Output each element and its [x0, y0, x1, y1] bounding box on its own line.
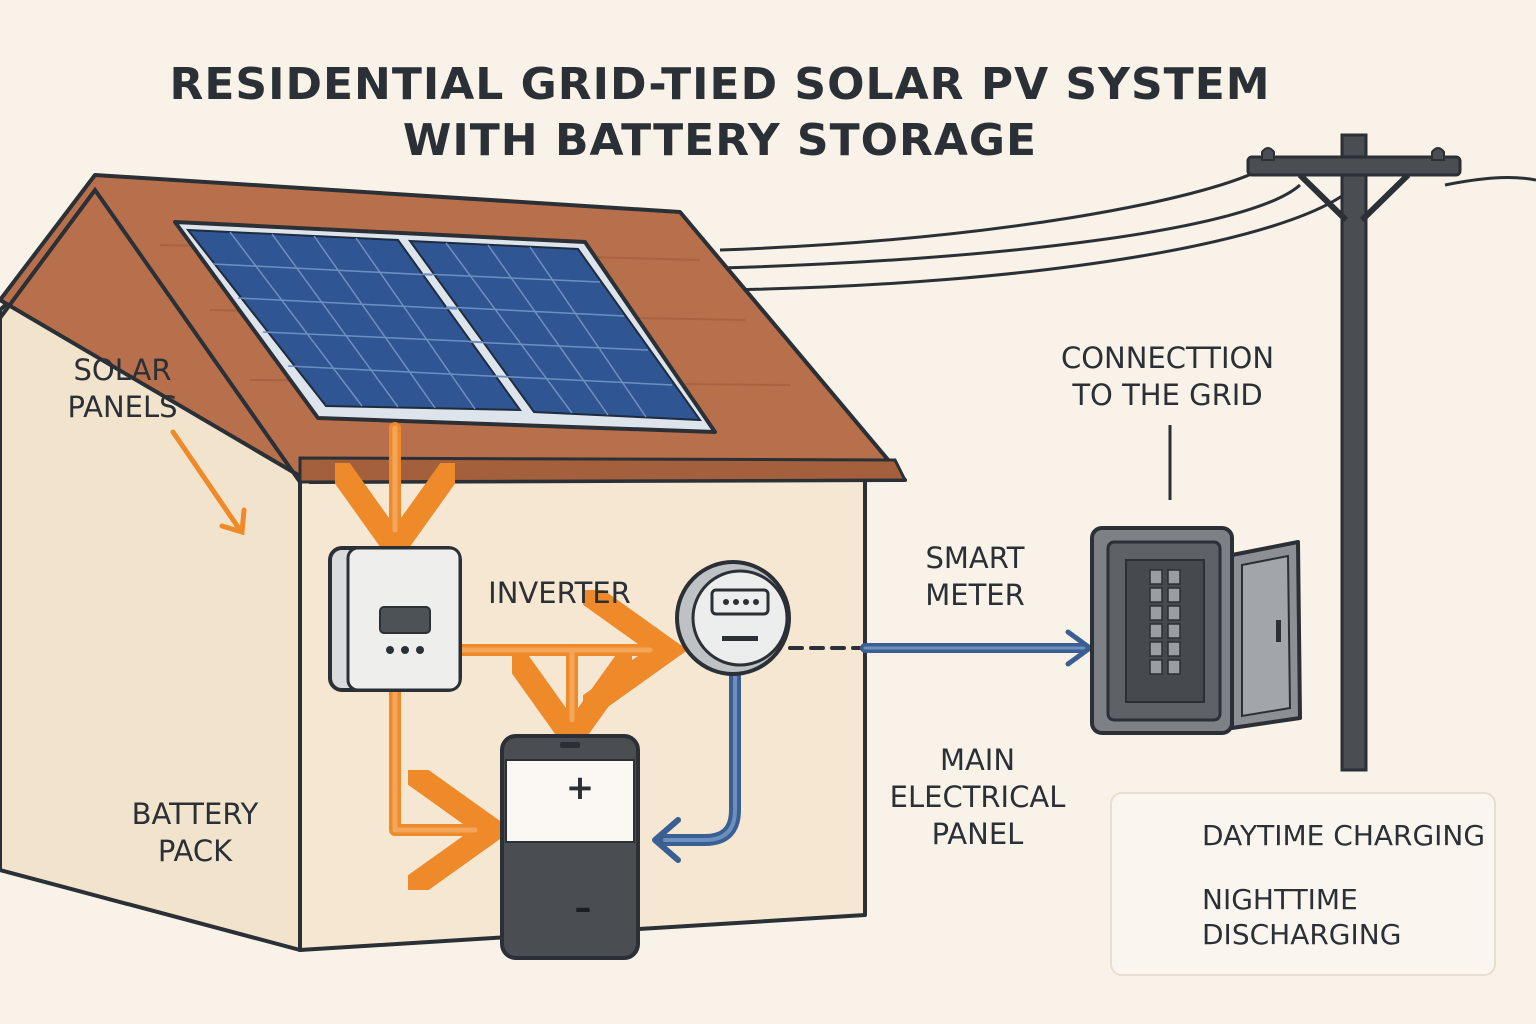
inverter-icon — [328, 546, 462, 692]
battery-pack-label: BATTERY PACK — [105, 796, 285, 870]
solar-panels-pointer-arrow — [170, 429, 247, 536]
legend-nighttime-label-line-1: NIGHTTIME — [1202, 883, 1358, 916]
battery-icon — [500, 734, 640, 960]
main-panel-label-line-2: ELECTRICAL — [889, 780, 1066, 814]
diagram-title-line-2: WITH BATTERY STORAGE — [402, 115, 1038, 166]
grid-connection-label: CONNECTTION TO THE GRID — [1035, 340, 1300, 414]
solar-panels-label-line-1: SOLAR — [73, 353, 172, 387]
battery-plus-sign: + — [565, 768, 595, 808]
legend-box — [1110, 792, 1496, 976]
nighttime-flow-lines — [652, 629, 1093, 863]
battery-minus-sign: – — [574, 888, 592, 928]
smart-meter-label-line-1: SMART — [925, 541, 1025, 575]
diagram-title-line-1: RESIDENTIAL GRID-TIED SOLAR PV SYSTEM — [169, 59, 1271, 110]
inverter-label: INVERTER — [488, 576, 631, 610]
solar-panel-icon — [173, 220, 717, 434]
smart-meter-label: SMART METER — [900, 540, 1050, 614]
smart-meter-icon — [675, 560, 791, 676]
main-panel-label: MAIN ELECTRICAL PANEL — [880, 742, 1075, 853]
utility-pole-icon — [1246, 133, 1462, 772]
grid-connection-label-line-2: TO THE GRID — [1072, 378, 1263, 412]
main-panel-label-line-3: PANEL — [931, 817, 1024, 851]
power-lines — [719, 168, 1536, 500]
solar-panels-label-line-2: PANELS — [67, 390, 178, 424]
main-panel-label-line-1: MAIN — [939, 743, 1016, 777]
battery-pack-label-line-1: BATTERY — [131, 797, 259, 831]
grid-connection-label-line-1: CONNECTTION — [1060, 341, 1275, 375]
legend-nighttime-label: NIGHTTIME DISCHARGING — [1202, 882, 1401, 952]
battery-pack-label-line-2: PACK — [157, 834, 233, 868]
legend-nighttime-label-line-2: DISCHARGING — [1202, 918, 1402, 951]
smart-meter-label-line-2: METER — [925, 578, 1025, 612]
daytime-flow-cores — [392, 425, 653, 833]
breaker-panel-icon — [1090, 526, 1302, 735]
solar-panels-label: SOLAR PANELS — [50, 352, 195, 426]
legend-daytime-label: DAYTIME CHARGING — [1202, 819, 1486, 852]
